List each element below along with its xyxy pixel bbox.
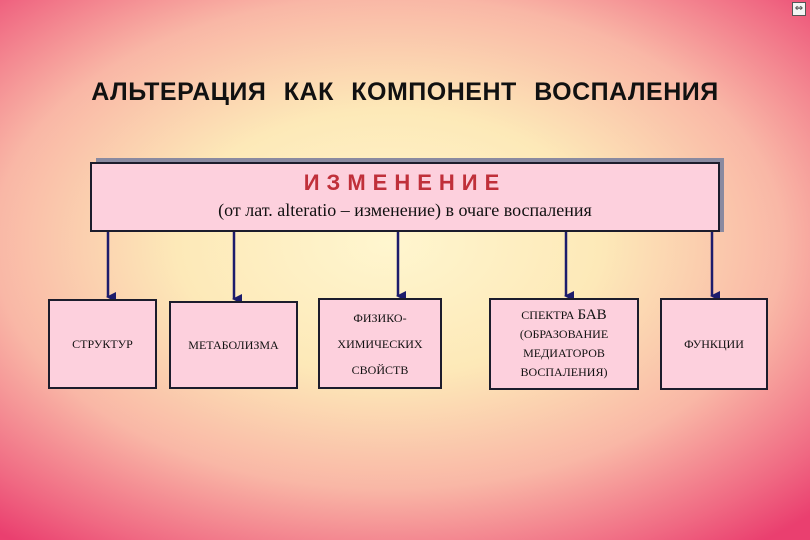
box-bav-line-1: СПЕКТРА БАВ bbox=[520, 306, 608, 325]
box-bav-line-4: ВОСПАЛЕНИЯ) bbox=[520, 365, 608, 379]
box-structures-line: СТРУКТУР bbox=[72, 336, 133, 351]
page-title: АЛЬТЕРАЦИЯ КАК КОМПОНЕНТ ВОСПАЛЕНИЯ bbox=[91, 78, 719, 106]
box-physicochemical-line-2: ХИМИЧЕСКИХ bbox=[337, 336, 423, 351]
box-structures: СТРУКТУР bbox=[48, 299, 157, 389]
main-heading: ИЗМЕНЕНИЕ bbox=[303, 170, 507, 195]
box-bav-big: БАВ bbox=[577, 307, 607, 323]
main-subtitle: (от лат. alteratio – изменение) в очаге … bbox=[218, 200, 592, 220]
box-physicochemical-line-3: СВОЙСТВ bbox=[351, 362, 409, 377]
main-box: ИЗМЕНЕНИЕ (от лат. alteratio – изменение… bbox=[90, 162, 720, 232]
box-physicochemical-line-1: ФИЗИКО- bbox=[353, 310, 407, 325]
box-bav-line-2: (ОБРАЗОВАНИЕ bbox=[519, 327, 609, 341]
box-bav-prefix: СПЕКТРА bbox=[521, 308, 578, 322]
box-bav-spectrum: СПЕКТРА БАВ (ОБРАЗОВАНИЕ МЕДИАТОРОВ ВОСП… bbox=[489, 298, 639, 390]
box-functions-line: ФУНКЦИИ bbox=[684, 336, 744, 351]
navigation-icon[interactable]: ⇔ bbox=[792, 2, 806, 16]
box-bav-line-3: МЕДИАТОРОВ bbox=[523, 346, 605, 360]
box-metabolism-line: МЕТАБОЛИЗМА bbox=[188, 337, 279, 352]
box-functions: ФУНКЦИИ bbox=[660, 298, 768, 390]
box-physicochemical: ФИЗИКО- ХИМИЧЕСКИХ СВОЙСТВ bbox=[318, 298, 442, 389]
box-metabolism: МЕТАБОЛИЗМА bbox=[169, 301, 298, 389]
